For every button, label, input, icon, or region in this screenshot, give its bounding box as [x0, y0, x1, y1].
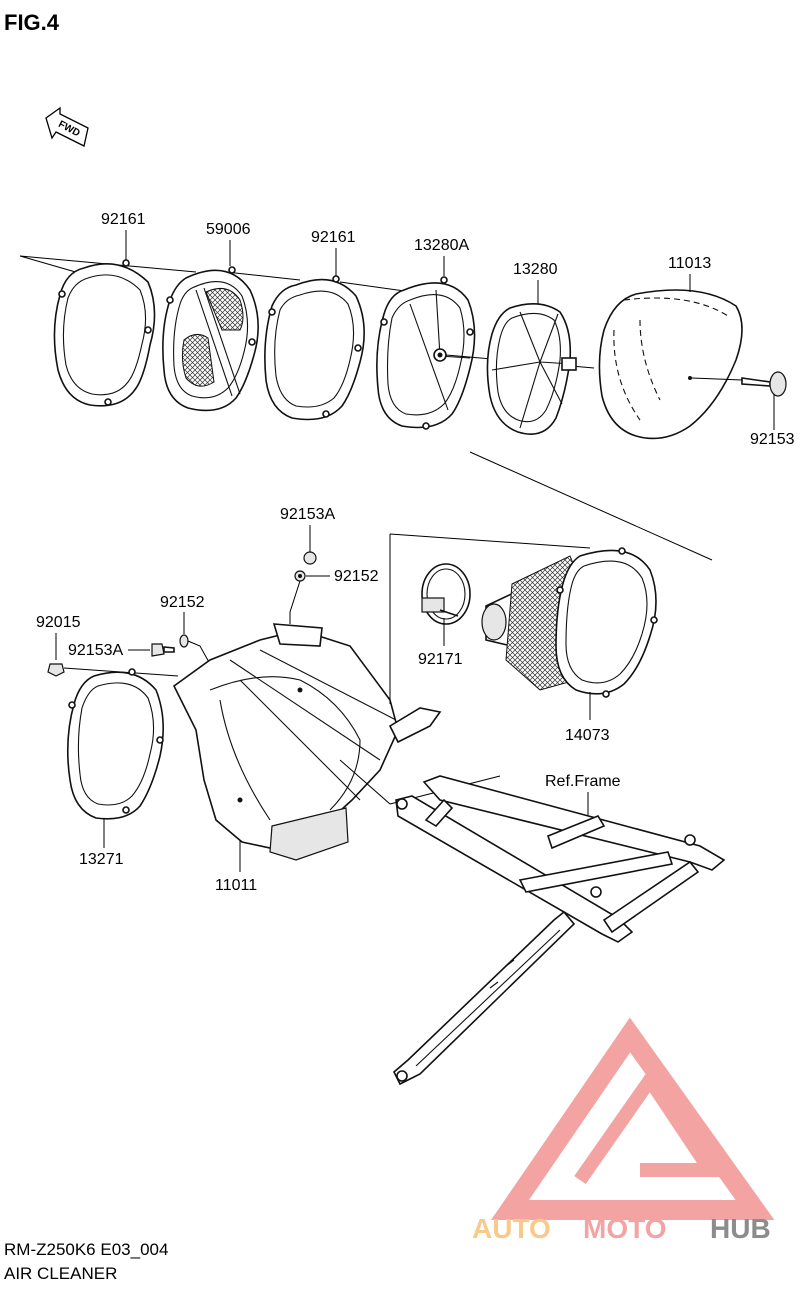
callout-ref-frame: Ref.Frame — [545, 773, 621, 790]
element-part[interactable] — [481, 547, 658, 698]
gasket-front-part[interactable] — [66, 668, 164, 820]
case-part[interactable] — [172, 623, 442, 861]
watermark-logo: AUTO MOTO HUB — [472, 1017, 775, 1244]
cover-bolt-part[interactable] — [741, 371, 787, 397]
callout-11011: 11011 — [215, 877, 257, 894]
gasket-mid-part[interactable] — [264, 275, 365, 421]
cover-part[interactable] — [598, 289, 743, 440]
callout-14073: 14073 — [565, 727, 610, 744]
frame-part — [393, 775, 726, 1086]
callout-92152-left: 92152 — [160, 594, 205, 611]
callout-13280a: 13280A — [414, 237, 469, 254]
clamp-part[interactable] — [421, 563, 471, 625]
callout-13280: 13280 — [513, 261, 558, 278]
top-nut-part[interactable] — [294, 570, 306, 582]
left-nut-part[interactable] — [179, 634, 189, 648]
callout-59006: 59006 — [206, 221, 251, 238]
figure-title: FIG.4 — [4, 10, 60, 35]
gasket-rear-part[interactable] — [53, 259, 156, 407]
fwd-arrow-icon: FWD — [45, 106, 89, 147]
watermark-text-hub: HUB — [710, 1213, 771, 1244]
callout-92153: 92153 — [750, 431, 795, 448]
callout-92152-top: 92152 — [334, 568, 379, 585]
callout-13271: 13271 — [79, 851, 124, 868]
screen-part[interactable] — [162, 266, 259, 412]
callout-92015: 92015 — [36, 614, 81, 631]
flange-nut-part[interactable] — [47, 663, 65, 677]
callout-92161-mid: 92161 — [311, 229, 356, 246]
callout-92171: 92171 — [418, 651, 463, 668]
callout-92153a-left: 92153A — [68, 642, 123, 659]
watermark-text-auto: AUTO — [472, 1213, 551, 1244]
frame-cage-part[interactable] — [486, 303, 577, 435]
callout-92153a-top: 92153A — [280, 506, 335, 523]
watermark-text-moto: MOTO — [583, 1213, 666, 1244]
callout-92161-rear: 92161 — [101, 211, 146, 228]
footer-section-title: AIR CLEANER — [4, 1264, 118, 1283]
top-bolt-part[interactable] — [303, 551, 317, 565]
footer-model-code: RM-Z250K6 E03_004 — [4, 1240, 169, 1259]
callout-11013: 11013 — [668, 255, 711, 272]
holder-part[interactable] — [376, 276, 476, 430]
left-bolt-part[interactable] — [151, 643, 175, 657]
